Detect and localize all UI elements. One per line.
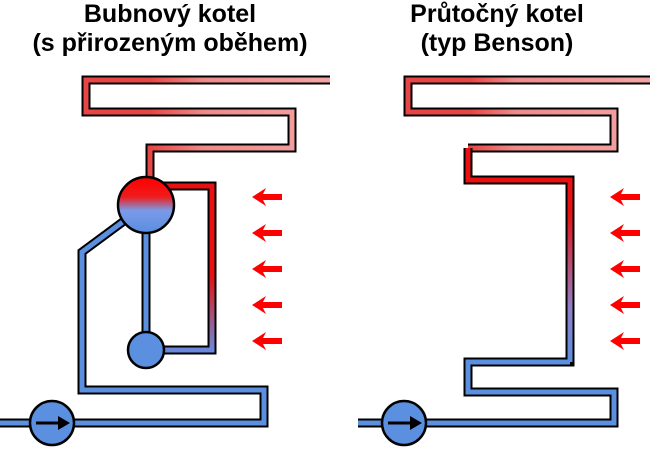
- right-panel-title: Průtočný kotel (typ Benson): [340, 0, 654, 58]
- left-title-line2: (s přirozeným oběhem): [32, 29, 308, 57]
- pump-icon: [380, 399, 428, 447]
- heat-arrow-icon: [252, 188, 282, 206]
- drum-icon: [116, 175, 176, 235]
- heat-arrow-icon: [610, 332, 640, 350]
- right-title-line1: Průtočný kotel: [410, 0, 584, 28]
- header-icon: [126, 330, 166, 370]
- left-title-line1: Bubnový kotel: [83, 0, 257, 28]
- heat-arrow-icon: [252, 296, 282, 314]
- heat-arrow-icon: [610, 188, 640, 206]
- heat-arrow-icon: [252, 332, 282, 350]
- heat-arrow-icon: [610, 260, 640, 278]
- heat-arrow-icon: [610, 224, 640, 242]
- right-title-line2: (typ Benson): [420, 29, 574, 57]
- pump-icon: [28, 399, 76, 447]
- right-evaporator-pipe: [358, 148, 619, 428]
- heat-arrow-icon: [252, 224, 282, 242]
- left-panel-title: Bubnový kotel (s přirozeným oběhem): [0, 0, 340, 58]
- heat-arrow-icon: [252, 260, 282, 278]
- heat-arrow-icon: [610, 296, 640, 314]
